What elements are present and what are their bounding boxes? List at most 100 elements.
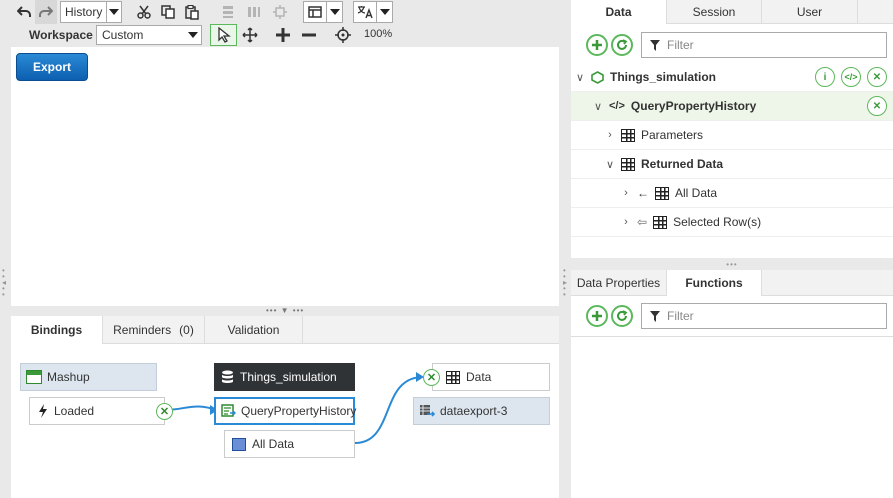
- data-export-icon: [419, 404, 435, 418]
- arrow-left-outline-icon: ⇦: [637, 215, 648, 229]
- things-simulation-node[interactable]: Things_simulation: [214, 363, 355, 391]
- chevron-down-icon[interactable]: [106, 2, 121, 22]
- tab-reminders[interactable]: Reminders (0): [103, 316, 205, 344]
- grid-icon: [621, 157, 635, 171]
- translate-icon: [354, 2, 376, 22]
- tab-user[interactable]: User: [762, 0, 858, 24]
- grid-icon: [655, 186, 669, 200]
- tab-validation[interactable]: Validation: [205, 316, 303, 344]
- right-panel: [571, 0, 893, 498]
- right-splitter[interactable]: ••▸••: [563, 266, 569, 299]
- code-icon[interactable]: </>: [841, 67, 861, 87]
- chevron-down-icon[interactable]: ∨: [605, 158, 615, 171]
- zoom-out-icon[interactable]: [298, 25, 320, 45]
- connector-alldata-data: [354, 376, 423, 444]
- remove-icon[interactable]: ✕: [867, 96, 887, 116]
- arrow-left-icon: ←: [637, 186, 649, 200]
- loaded-label: Loaded: [54, 404, 95, 418]
- chevron-right-icon[interactable]: ›: [624, 187, 628, 199]
- filter-icon: [650, 39, 660, 51]
- chevron-down-icon: [185, 32, 201, 38]
- tab-data-properties[interactable]: Data Properties: [571, 270, 667, 296]
- data-filter-input[interactable]: Filter: [641, 32, 887, 58]
- left-splitter[interactable]: ••◂••: [2, 266, 8, 299]
- dataexport-node[interactable]: dataexport-3: [413, 397, 550, 425]
- refresh-icon[interactable]: [611, 34, 633, 56]
- tree-row-parameters[interactable]: › Parameters: [571, 121, 893, 150]
- filter-placeholder: Filter: [667, 309, 694, 323]
- tab-bindings[interactable]: Bindings: [11, 316, 103, 344]
- mashup-icon: [26, 370, 42, 384]
- chevron-right-icon[interactable]: ›: [624, 216, 628, 228]
- history-dropdown[interactable]: History: [60, 1, 122, 23]
- tab-data[interactable]: Data: [571, 0, 667, 24]
- zoom-reset-icon[interactable]: [332, 25, 354, 45]
- right-panel-splitter[interactable]: •••: [571, 258, 893, 270]
- paste-icon[interactable]: [182, 2, 202, 22]
- right-tabs: Data Session User: [571, 0, 893, 24]
- remove-binding-icon[interactable]: ✕: [156, 402, 173, 420]
- lightning-icon: [38, 404, 48, 418]
- tree-row-selected-rows[interactable]: › ⇦ Selected Row(s): [571, 208, 893, 237]
- loaded-event-node[interactable]: Loaded ✕: [29, 397, 173, 425]
- chevron-down-icon[interactable]: [376, 2, 392, 22]
- language-dropdown[interactable]: [353, 1, 393, 23]
- copy-icon[interactable]: [158, 2, 178, 22]
- filter-icon: [650, 310, 660, 322]
- tree-label: All Data: [675, 186, 718, 200]
- service-icon: [221, 404, 236, 418]
- grid-icon: [446, 370, 460, 384]
- chevron-down-icon[interactable]: ∨: [575, 71, 585, 84]
- tree-label: Things_simulation: [610, 70, 717, 84]
- add-function-icon[interactable]: [586, 305, 608, 327]
- mashup-canvas[interactable]: [11, 47, 559, 306]
- data-label: Data: [466, 370, 492, 384]
- zoom-in-icon[interactable]: [272, 25, 294, 45]
- tab-session[interactable]: Session: [667, 0, 762, 24]
- pan-icon[interactable]: [240, 25, 260, 45]
- tree-row-all-data[interactable]: › ← All Data: [571, 179, 893, 208]
- select-pointer-icon[interactable]: [210, 24, 237, 46]
- add-icon[interactable]: [586, 34, 608, 56]
- tree-row-returned-data[interactable]: ∨ Returned Data: [571, 150, 893, 179]
- tree-label: Selected Row(s): [673, 215, 762, 229]
- workspace-label: Workspace: [29, 28, 93, 42]
- connector-data-arrowhead: [416, 372, 424, 382]
- tree-label: Returned Data: [641, 157, 724, 171]
- redo-icon[interactable]: [35, 0, 57, 24]
- tree-row-query[interactable]: ∨ </> QueryPropertyHistory ✕: [571, 92, 893, 121]
- query-service-node[interactable]: QueryPropertyHistory: [214, 397, 357, 425]
- cut-icon[interactable]: [134, 2, 154, 22]
- tab-functions[interactable]: Functions: [667, 270, 762, 296]
- functions-divider: [571, 336, 893, 337]
- reminders-label: Reminders: [113, 323, 172, 337]
- tree-row-things-simulation[interactable]: ∨ Things_simulation i </> ✕: [571, 63, 893, 92]
- chevron-down-icon[interactable]: [326, 2, 342, 22]
- data-input-node[interactable]: ✕ Data: [423, 363, 550, 391]
- remove-binding-icon[interactable]: ✕: [423, 368, 440, 386]
- info-icon[interactable]: i: [815, 67, 835, 87]
- thing-icon: [591, 70, 604, 84]
- reminders-count: (0): [179, 323, 194, 337]
- export-button[interactable]: Export: [16, 53, 88, 81]
- functions-filter-input[interactable]: Filter: [641, 303, 887, 329]
- infotable-icon: [232, 437, 246, 451]
- splitter-dots: •••: [726, 259, 738, 269]
- undo-icon[interactable]: [14, 2, 34, 22]
- things-simulation-label: Things_simulation: [240, 370, 337, 384]
- layout-dropdown[interactable]: [303, 1, 343, 23]
- tree-label: Parameters: [641, 128, 704, 142]
- zoom-level: 100%: [364, 28, 393, 40]
- query-label: QueryPropertyHistory: [241, 404, 357, 418]
- all-data-label: All Data: [252, 437, 295, 451]
- workspace-select[interactable]: Custom: [96, 25, 202, 45]
- remove-icon[interactable]: ✕: [867, 67, 887, 87]
- mashup-node[interactable]: Mashup: [20, 363, 157, 391]
- chevron-right-icon[interactable]: ›: [608, 129, 612, 141]
- layout-icon: [304, 2, 326, 22]
- chevron-down-icon[interactable]: ∨: [593, 100, 603, 113]
- all-data-node[interactable]: All Data: [224, 430, 355, 458]
- dataexport-label: dataexport-3: [440, 404, 508, 418]
- refresh-functions-icon[interactable]: [611, 305, 633, 327]
- horizontal-splitter[interactable]: ••• ▼ •••: [266, 306, 305, 315]
